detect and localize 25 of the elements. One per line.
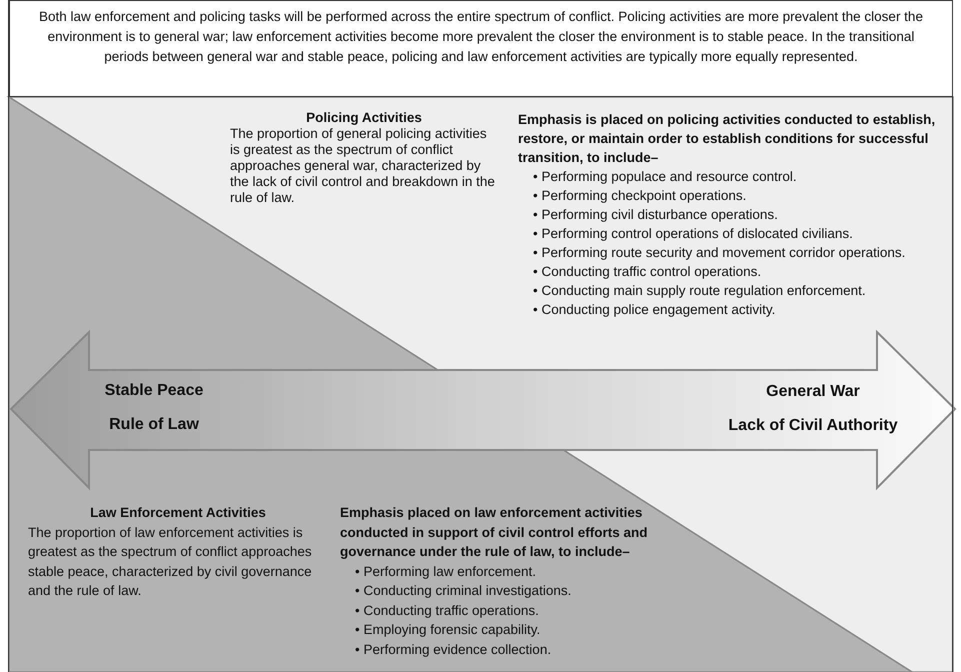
bullet-item: • Performing law enforcement. xyxy=(354,562,538,581)
emphasis-text: Emphasis placed on law enforcement activities conducted in support of civil control efforts and governance under the rule of law, to include– xyxy=(340,504,649,561)
description-text: The proportion of general policing activities is greatest as the spectrum of conflict approaches general war, characterized by the lack of civil control and breakdown in the rule of law. xyxy=(230,126,496,206)
bullet-item: • Performing evidence collection. xyxy=(354,640,552,659)
bullet-item: • Performing civil disturbance operations. xyxy=(532,206,779,224)
spectrum-label: Stable Peace xyxy=(104,382,204,400)
bullet-item: • Performing populace and resource control. xyxy=(532,168,798,186)
description-text: The proportion of law enforcement activities is greatest as the spectrum of conflict approaches stable peace, characterized by civil governance and the rule of law. xyxy=(28,524,313,600)
bullet-item: • Performing checkpoint operations. xyxy=(532,187,748,205)
emphasis-text: Emphasis is placed on policing activities conducted to establish, restore, or maintain order to establish conditions for successful transition, to include– xyxy=(518,111,936,167)
spectrum-label: Lack of Civil Authority xyxy=(728,417,898,435)
note-box xyxy=(9,0,953,97)
bullet-item: • Conducting police engagement activity. xyxy=(532,301,776,319)
section-heading: Policing Activities xyxy=(305,110,423,126)
spectrum-label: Rule of Law xyxy=(109,416,199,434)
bullet-item: • Employing forensic capability. xyxy=(354,621,542,639)
bullet-item: • Performing route security and movement corridor operations. xyxy=(532,244,906,262)
spectrum-label: General War xyxy=(766,383,860,401)
bullet-item: • Performing control operations of dislocated civilians. xyxy=(532,225,854,243)
bullet-item: • Conducting main supply route regulation enforcement. xyxy=(532,282,867,300)
bullet-item: • Conducting traffic operations. xyxy=(354,602,540,620)
bullet-item: • Conducting traffic control operations. xyxy=(532,263,762,281)
bullet-item: • Conducting criminal investigations. xyxy=(354,582,572,600)
note-text: Both law enforcement and policing tasks will be performed across the entire spectrum of conflict. Policing activities are more prevalent the closer the environment is to general war; law enforcement activities become more prevalent the closer the environment is to stable peace. In the transitional periods between general war and stable peace, policing and law enforcement activities are typically more equally represented. xyxy=(38,8,924,66)
section-heading: Law Enforcement Activities xyxy=(89,504,267,522)
